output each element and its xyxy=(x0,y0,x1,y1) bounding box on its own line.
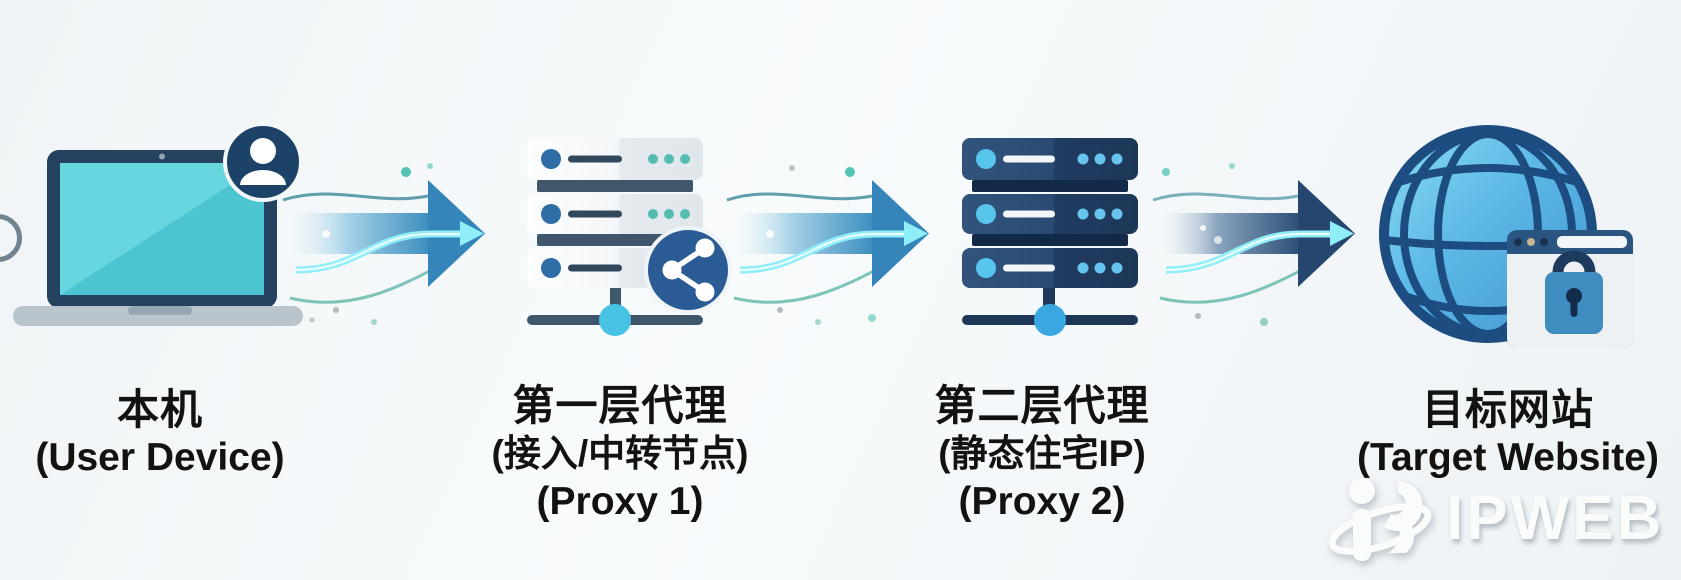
node-subtitle-zh: (静态住宅IP) xyxy=(938,433,1146,474)
node-title: 第一层代理 xyxy=(512,382,728,429)
node-title: 第二层代理 xyxy=(934,382,1150,429)
flow-arrow-icon xyxy=(722,158,947,338)
globe-lock-icon xyxy=(1375,114,1645,354)
node-label-proxy2: 第二层代理 (静态住宅IP) (Proxy 2) xyxy=(852,382,1232,526)
lock-icon xyxy=(1545,250,1603,334)
laptop-icon xyxy=(13,122,303,326)
watermark: IPWEB xyxy=(1328,466,1673,571)
flow-arrow-dark-icon xyxy=(1148,158,1373,338)
globe-icon xyxy=(1379,125,1633,348)
ipweb-logo-icon xyxy=(1328,477,1432,561)
node-label-target-website: 目标网站 (Target Website) xyxy=(1343,386,1673,482)
user-avatar-icon xyxy=(223,122,303,202)
node-title: 本机 xyxy=(116,386,203,433)
share-icon xyxy=(644,226,732,314)
server-stack-dark-icon xyxy=(955,126,1155,338)
node-subtitle: (Target Website) xyxy=(1357,436,1659,479)
node-subtitle-zh: (接入/中转节点) xyxy=(491,433,749,474)
server-stack-share-icon xyxy=(515,126,737,338)
node-subtitle-en: (Proxy 2) xyxy=(958,480,1126,523)
flow-arrow-icon xyxy=(278,158,503,338)
node-label-user-device: 本机 (User Device) xyxy=(0,386,320,482)
node-title: 目标网站 xyxy=(1421,386,1594,433)
laptop-user-icon xyxy=(10,110,310,330)
node-subtitle: (User Device) xyxy=(35,436,285,479)
node-label-proxy1: 第一层代理 (接入/中转节点) (Proxy 1) xyxy=(430,382,810,526)
watermark-brand-text: IPWEB xyxy=(1446,484,1665,553)
server-stack-icon xyxy=(527,138,732,336)
node-subtitle-en: (Proxy 1) xyxy=(536,480,704,523)
